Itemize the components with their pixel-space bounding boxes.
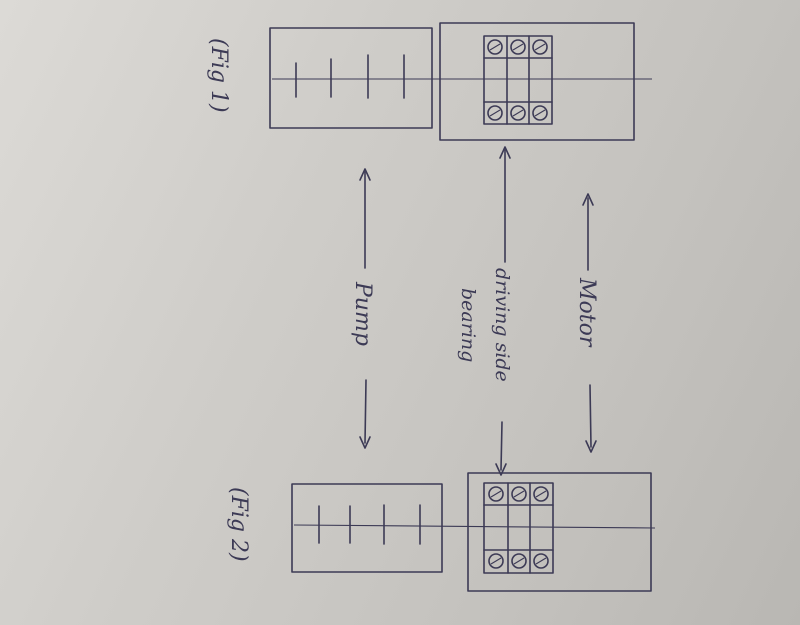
fig2-motor-block <box>467 472 652 592</box>
fig2-diagram <box>291 472 656 592</box>
fig1-pump-block <box>269 27 433 129</box>
motor-label: Motor <box>574 277 599 348</box>
fig1-label: (Fig 1) <box>206 38 231 113</box>
fig2-shaft-line <box>293 524 656 529</box>
fig2-pump-block <box>291 483 443 573</box>
pump-label: Pump <box>350 281 375 346</box>
driving-side-label: driving side <box>491 268 513 382</box>
bearing-arrow <box>495 146 511 476</box>
bearing-label: bearing <box>457 288 479 362</box>
fig1-bearing-housing <box>483 35 553 125</box>
fig2-label: (Fig 2) <box>226 487 251 562</box>
fig1-motor-block <box>439 22 635 141</box>
motor-arrow <box>582 193 597 453</box>
fig2-bearing-housing <box>483 482 554 574</box>
pump-arrow <box>359 168 371 449</box>
fig1-diagram <box>269 22 652 141</box>
